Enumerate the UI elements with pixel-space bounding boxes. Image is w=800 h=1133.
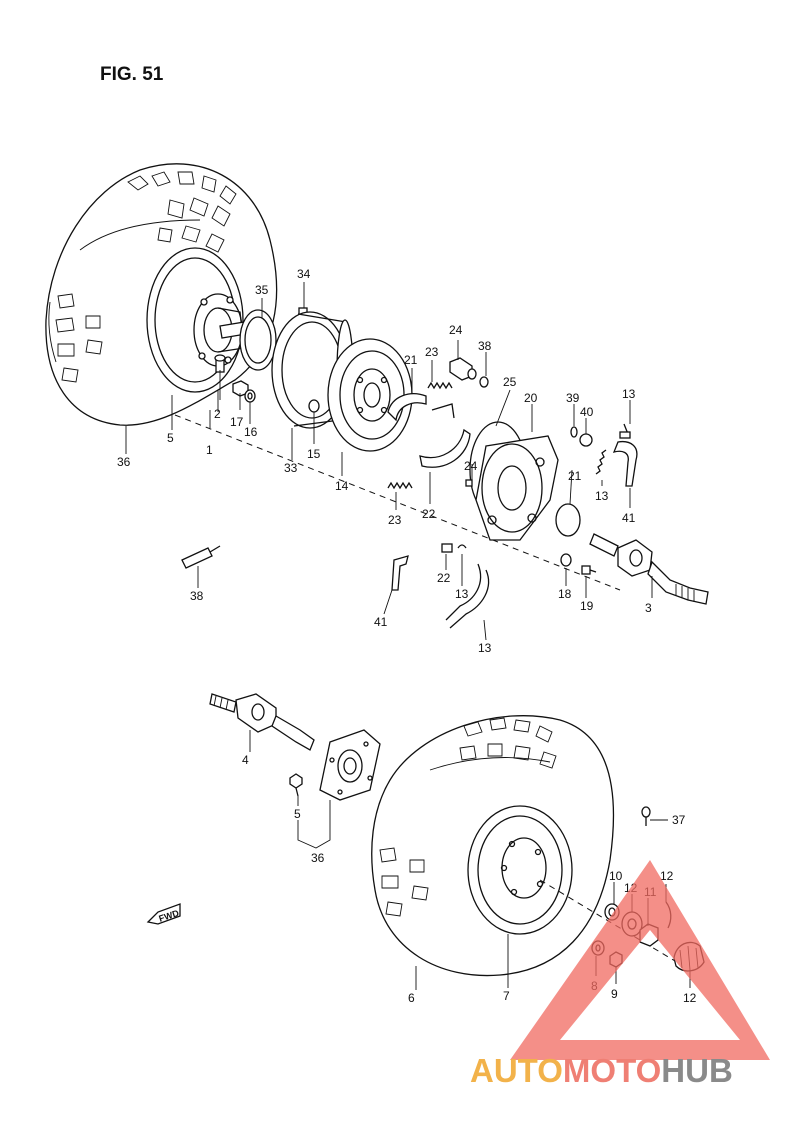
o-ring [308, 399, 320, 413]
callout-label: 16 [244, 425, 258, 439]
bleeder-bolt [441, 543, 453, 553]
brake-drum [327, 338, 413, 452]
callout-label: 7 [503, 989, 510, 1003]
callout-label: 12 [660, 869, 674, 883]
callout-label: 5 [294, 807, 301, 821]
callout-label: 2 [214, 407, 221, 421]
axle-o-ring [555, 503, 581, 537]
callout-label: 9 [611, 987, 618, 1001]
callout-label: 4 [242, 753, 249, 767]
hose-clip [457, 544, 467, 549]
callout-label: 3 [645, 601, 652, 615]
lever-spring [595, 449, 607, 475]
callout-label: 13 [455, 587, 469, 601]
figure-title: FIG. 51 [100, 64, 164, 85]
callout-label: 41 [622, 511, 636, 525]
callout-label: 23 [388, 513, 402, 527]
axle-shaft-lower [209, 693, 315, 751]
bolt-lower-right [581, 565, 597, 575]
cotter-pin-right [641, 806, 651, 826]
assembly-axis-line-lower [539, 879, 691, 971]
callout-label: 21 [568, 469, 582, 483]
breather-hose-edge [445, 563, 482, 621]
brake-cam [449, 357, 477, 381]
watermark-logo: AUTOMOTOHUB [470, 860, 770, 1089]
watermark-text: AUTOMOTOHUB [470, 1052, 733, 1089]
callout-label: 5 [167, 431, 174, 445]
callout-label: 25 [503, 375, 517, 389]
callout-label: 36 [311, 851, 325, 865]
callout-label: 24 [464, 459, 478, 473]
callout-label: 12 [683, 991, 697, 1005]
callout-label: 20 [524, 391, 538, 405]
watermark-word-3: HUB [661, 1052, 733, 1089]
hub-flange [319, 729, 381, 801]
lever-bolt [619, 423, 631, 439]
circlip [479, 376, 489, 388]
callout-label: 21 [404, 353, 418, 367]
callout-label: 13 [478, 641, 492, 655]
brake-shoe-lower [419, 403, 471, 468]
callout-label: 39 [566, 391, 580, 405]
callout-label: 37 [672, 813, 686, 827]
callout-label: 1 [206, 443, 213, 457]
callout-labels: 34 35 5 2 1 17 16 36 33 15 14 21 23 24 3… [117, 267, 697, 1005]
callout-label: 18 [558, 587, 572, 601]
flange-bolt [289, 773, 303, 797]
hose-bracket [391, 555, 409, 591]
watermark-triangle [510, 860, 770, 1060]
callout-label: 17 [230, 415, 244, 429]
forward-direction-badge: FWD [146, 903, 181, 925]
callout-label: 35 [255, 283, 269, 297]
oil-seal [239, 309, 277, 371]
return-spring-upper [427, 381, 453, 390]
callout-label: 23 [425, 345, 439, 359]
breather-hose [449, 569, 490, 629]
callout-label: 24 [449, 323, 463, 337]
callout-label: 38 [478, 339, 492, 353]
washer-small [244, 389, 256, 403]
callout-label: 33 [284, 461, 298, 475]
washer-right [579, 433, 593, 447]
hub-stud [214, 354, 226, 373]
brake-arm-lever [612, 440, 638, 487]
rear-tire-upper [45, 163, 278, 426]
callout-label: 19 [580, 599, 594, 613]
return-spring-lower [387, 481, 413, 490]
callout-label: 34 [297, 267, 311, 281]
callout-label: 41 [374, 615, 388, 629]
callout-label: 14 [335, 479, 349, 493]
plate-bolt [465, 479, 473, 487]
watermark-word-1: AUTO [470, 1052, 563, 1089]
circlip-right [570, 426, 578, 438]
callout-label: 15 [307, 447, 321, 461]
watermark-word-2: MOTO [563, 1052, 661, 1089]
callout-label: 38 [190, 589, 204, 603]
callout-label: 36 [117, 455, 131, 469]
rear-tire-lower [371, 715, 615, 977]
callout-label: 40 [580, 405, 594, 419]
callout-label: 10 [609, 869, 623, 883]
callout-label: 22 [422, 507, 436, 521]
callout-label: 22 [437, 571, 451, 585]
callout-label: 13 [622, 387, 636, 401]
cotter-pin-left [181, 545, 221, 569]
callout-label: 13 [595, 489, 609, 503]
washer-lower [560, 553, 572, 567]
forward-direction-label: FWD [158, 908, 181, 924]
brake-shoe-upper [387, 393, 427, 422]
callout-label: 6 [408, 991, 415, 1005]
axle-shaft-upper [589, 533, 709, 605]
assembly-axis-line [174, 414, 621, 591]
brake-backing-plate [475, 435, 559, 541]
